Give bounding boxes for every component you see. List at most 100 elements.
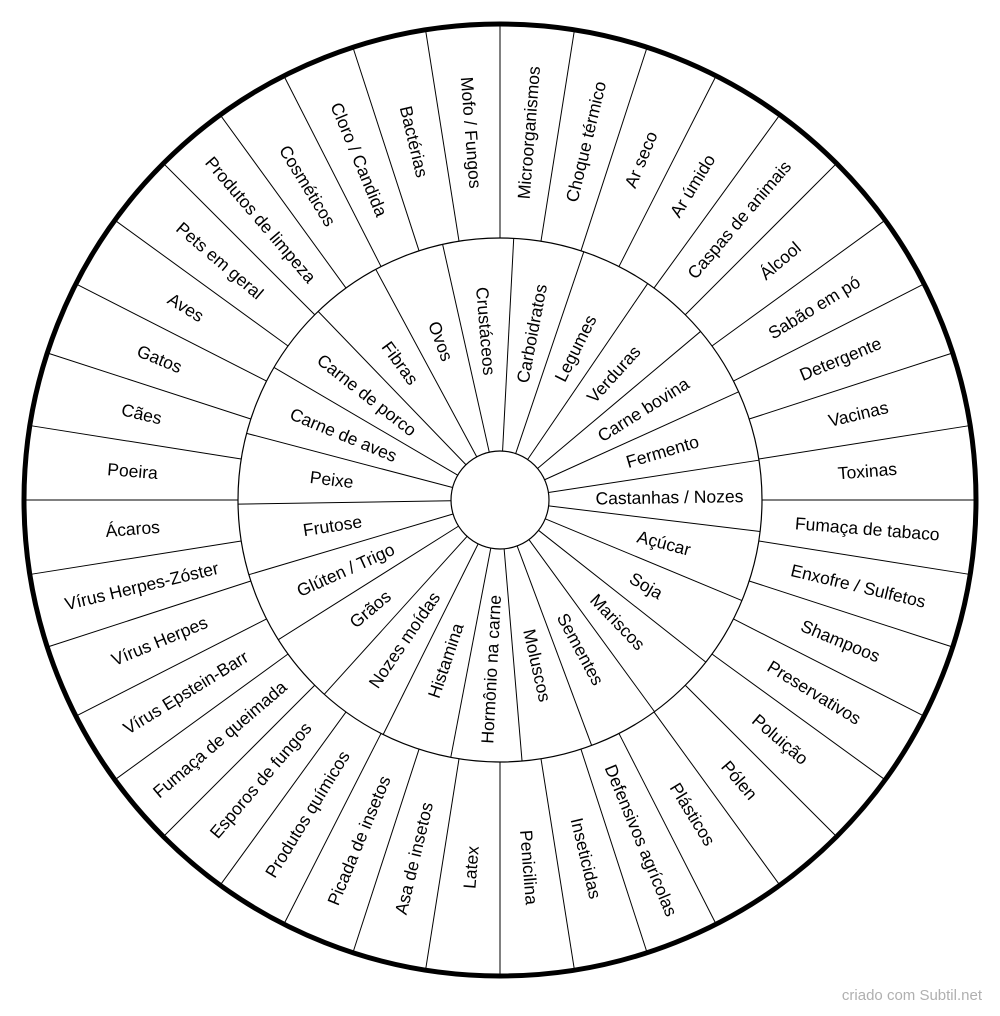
outer-ring-label: Detergente (797, 333, 885, 385)
outer-divider (758, 425, 970, 460)
outer-ring-label: Vacinas (826, 397, 890, 431)
outer-divider (163, 684, 316, 837)
inner-ring-label: Crustáceos (472, 286, 499, 376)
outer-divider (540, 758, 575, 970)
inner-divider (545, 518, 743, 602)
center-hub (450, 450, 550, 550)
inner-ring-label: Castanhas / Nozes (595, 486, 743, 508)
outer-ring-label: Cosméticos (275, 142, 340, 231)
inner-ring-label: Verduras (583, 341, 645, 407)
outer-divider (30, 540, 242, 575)
outer-ring-label: Enxofre / Sulfetos (789, 560, 928, 612)
inner-ring-label: Fibras (378, 338, 423, 389)
inner-divider (538, 529, 707, 663)
outer-divider (653, 711, 780, 885)
outer-ring-label: Inseticidas (567, 816, 606, 901)
outer-divider (115, 653, 289, 780)
outer-rim (21, 21, 979, 979)
outer-ring-label: Asa de insetos (391, 800, 437, 917)
outer-divider (653, 115, 780, 289)
inner-divider (537, 331, 701, 469)
inner-divider (516, 545, 593, 746)
outer-ring-label: Cloro / Candida (326, 100, 391, 220)
outer-divider (758, 540, 970, 575)
outer-divider (618, 76, 717, 267)
inner-ring-label: Mariscos (586, 590, 649, 654)
outer-divider (749, 352, 952, 420)
credit-text: criado com Subtil.net (841, 987, 982, 1004)
outer-divider (283, 733, 382, 924)
outer-ring-label: Pólen (717, 757, 761, 804)
outer-divider (30, 425, 242, 460)
inner-divider (503, 548, 523, 762)
inner-ring-label: Soja (626, 568, 667, 603)
outer-ring-label: Cães (119, 399, 164, 428)
outer-divider (733, 618, 924, 717)
outer-ring-label: Mofo / Fungos (457, 76, 486, 189)
outer-ring-label: Preservativos (764, 656, 865, 729)
outer-ring-label: Aves (164, 289, 208, 326)
inner-divider (375, 269, 478, 458)
outer-divider (163, 163, 316, 316)
inner-divider (548, 459, 760, 494)
inner-ring-label: Ovos (424, 319, 457, 364)
outer-ring-label: Vírus Herpes-Zóster (63, 558, 221, 614)
inner-divider (527, 283, 649, 460)
outer-divider (580, 48, 648, 251)
inner-ring-label: Carboidratos (513, 282, 552, 384)
outer-divider (220, 711, 347, 885)
outer-divider (684, 163, 837, 316)
inner-ring-label: Peixe (309, 467, 355, 492)
outer-divider (711, 653, 885, 780)
inner-divider (382, 543, 479, 735)
outer-ring-label: Microorganismos (514, 65, 544, 200)
outer-divider (425, 30, 460, 242)
outer-divider (115, 220, 289, 347)
inner-ring-label: Fermento (624, 431, 701, 472)
outer-ring-label: Ar úmido (666, 151, 720, 221)
outer-divider (352, 48, 420, 251)
outer-ring-label: Ar seco (620, 128, 661, 190)
outer-ring-label: Vírus Herpes (109, 612, 211, 670)
inner-ring-label: Legumes (551, 311, 601, 385)
outer-divider (425, 758, 460, 970)
outer-ring-label: Álcool (756, 238, 805, 284)
outer-ring-label: Sabão em pó (765, 272, 864, 343)
inner-divider (278, 525, 459, 641)
outer-ring-label: Plásticos (666, 779, 720, 849)
outer-divider (749, 580, 952, 648)
inner-divider (548, 505, 761, 533)
outer-ring-label: Choque térmico (562, 79, 610, 204)
inner-divider (273, 367, 458, 476)
outer-ring-label: Poeira (107, 459, 159, 483)
outer-ring-label: Fumaça de tabaco (794, 513, 940, 544)
inner-ring-label: Moluscos (519, 627, 555, 704)
outer-divider (48, 580, 251, 648)
inner-divider (238, 500, 452, 505)
outer-ring-label: Penicilina (516, 829, 542, 906)
inner-divider (442, 244, 490, 453)
outer-ring-label: Toxinas (837, 459, 898, 484)
outer-ring-label: Gatos (134, 341, 185, 377)
inner-divider (317, 311, 467, 466)
inner-divider (515, 251, 585, 454)
outer-divider (76, 283, 267, 382)
inner-divider (246, 432, 453, 489)
inner-divider (323, 536, 468, 695)
outer-divider (48, 352, 251, 420)
inner-divider (502, 238, 515, 452)
outer-ring-label: Bactérias (396, 104, 433, 180)
inner-ring-label: Frutose (302, 511, 364, 540)
outer-divider (352, 749, 420, 952)
outer-divider (684, 684, 837, 837)
outer-ring-label: Pets em geral (172, 218, 267, 303)
middle-ring (237, 237, 763, 763)
inner-divider (450, 548, 492, 758)
wheel-lines (25, 25, 975, 975)
outer-ring-label: Poluição (748, 710, 812, 769)
inner-ring-label: Sementes (553, 610, 608, 689)
inner-divider (528, 539, 655, 712)
inner-ring-label: Açúcar (635, 527, 693, 560)
outer-divider (76, 618, 267, 717)
